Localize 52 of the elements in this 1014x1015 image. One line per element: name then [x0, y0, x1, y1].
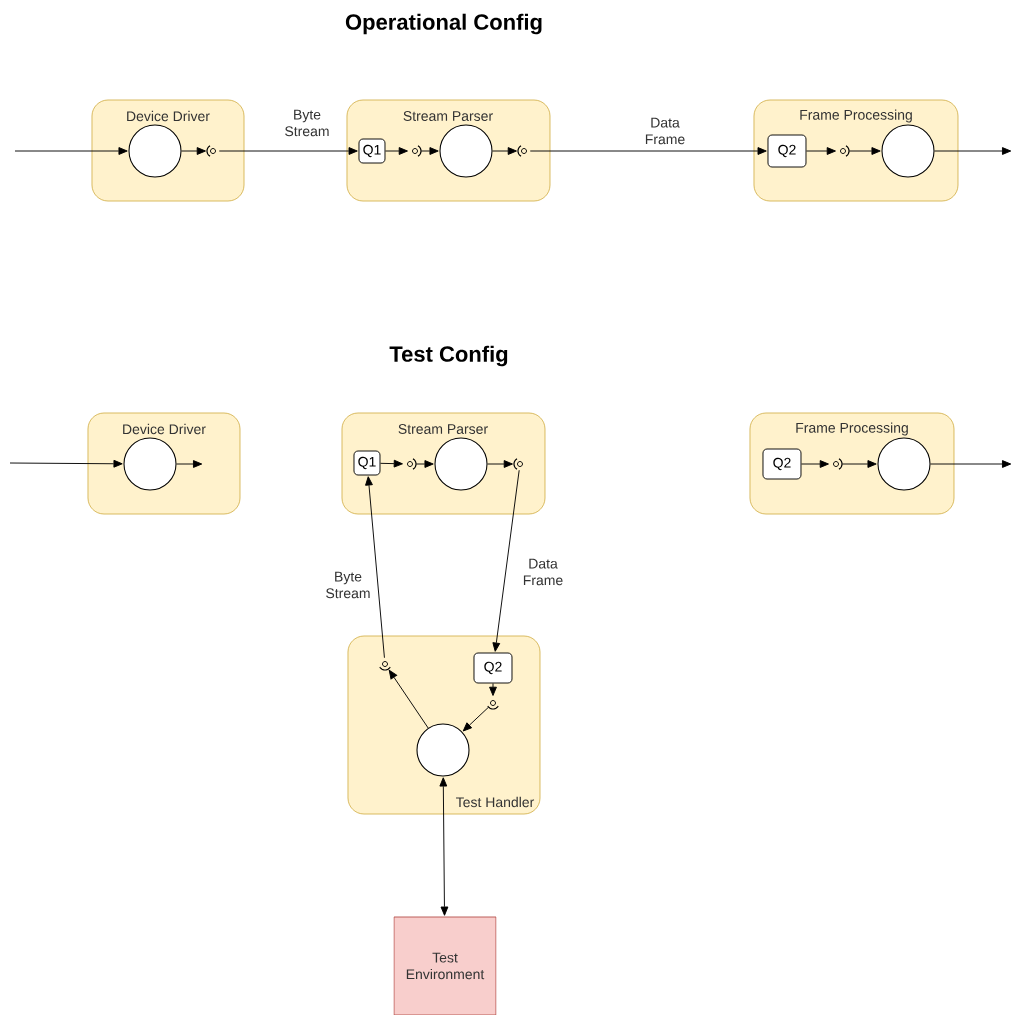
- arrow: [439, 777, 449, 916]
- edge-label: Byte Stream: [280, 108, 334, 138]
- arrow: [9, 459, 123, 468]
- arrow: [14, 147, 128, 155]
- arrow: [806, 147, 836, 155]
- process-circle: [416, 723, 470, 777]
- queue-box: Q1: [358, 138, 386, 164]
- interface-symbol: [833, 458, 843, 470]
- process-circle: [881, 124, 935, 178]
- arrow: [218, 147, 358, 155]
- edge-label: Data Frame: [516, 557, 570, 587]
- arrow: [420, 147, 439, 155]
- queue-box: Q2: [473, 652, 513, 684]
- arrow: [492, 469, 520, 652]
- arrow: [489, 683, 497, 696]
- process-circle: [123, 437, 177, 491]
- arrow: [462, 706, 489, 732]
- process-circle: [128, 124, 182, 178]
- arrow: [176, 460, 203, 468]
- interface-symbol: [840, 145, 850, 157]
- arrow: [801, 460, 829, 468]
- arrow: [385, 147, 408, 155]
- process-circle: [439, 124, 493, 178]
- queue-box: Q1: [353, 450, 381, 476]
- process-circle: [877, 437, 931, 491]
- arrow: [934, 147, 1012, 155]
- arrow: [365, 476, 385, 659]
- arrow: [380, 459, 403, 468]
- arrow: [848, 147, 881, 155]
- interface-symbol: [513, 458, 523, 470]
- section-title: Test Config: [389, 345, 508, 367]
- queue-box: Q2: [767, 134, 807, 168]
- arrow: [415, 460, 434, 468]
- edge-label: Byte Stream: [321, 570, 375, 600]
- arrow: [181, 147, 206, 155]
- interface-symbol: [206, 145, 216, 157]
- process-circle: [434, 437, 488, 491]
- arrow: [529, 147, 767, 155]
- environment-box: Test Environment: [393, 916, 497, 1015]
- arrow: [487, 460, 513, 468]
- edge-label: Data Frame: [638, 116, 692, 146]
- interface-symbol: [407, 458, 417, 470]
- arrow: [388, 669, 429, 729]
- interface-symbol: [487, 700, 499, 710]
- arrow: [492, 147, 517, 155]
- queue-box: Q2: [762, 448, 802, 480]
- interface-symbol: [412, 145, 422, 157]
- interface-symbol: [517, 145, 527, 157]
- arrow: [930, 460, 1012, 468]
- interface-symbol: [379, 661, 391, 671]
- diagram-title: Operational Config: [345, 13, 542, 35]
- arrow: [841, 460, 877, 468]
